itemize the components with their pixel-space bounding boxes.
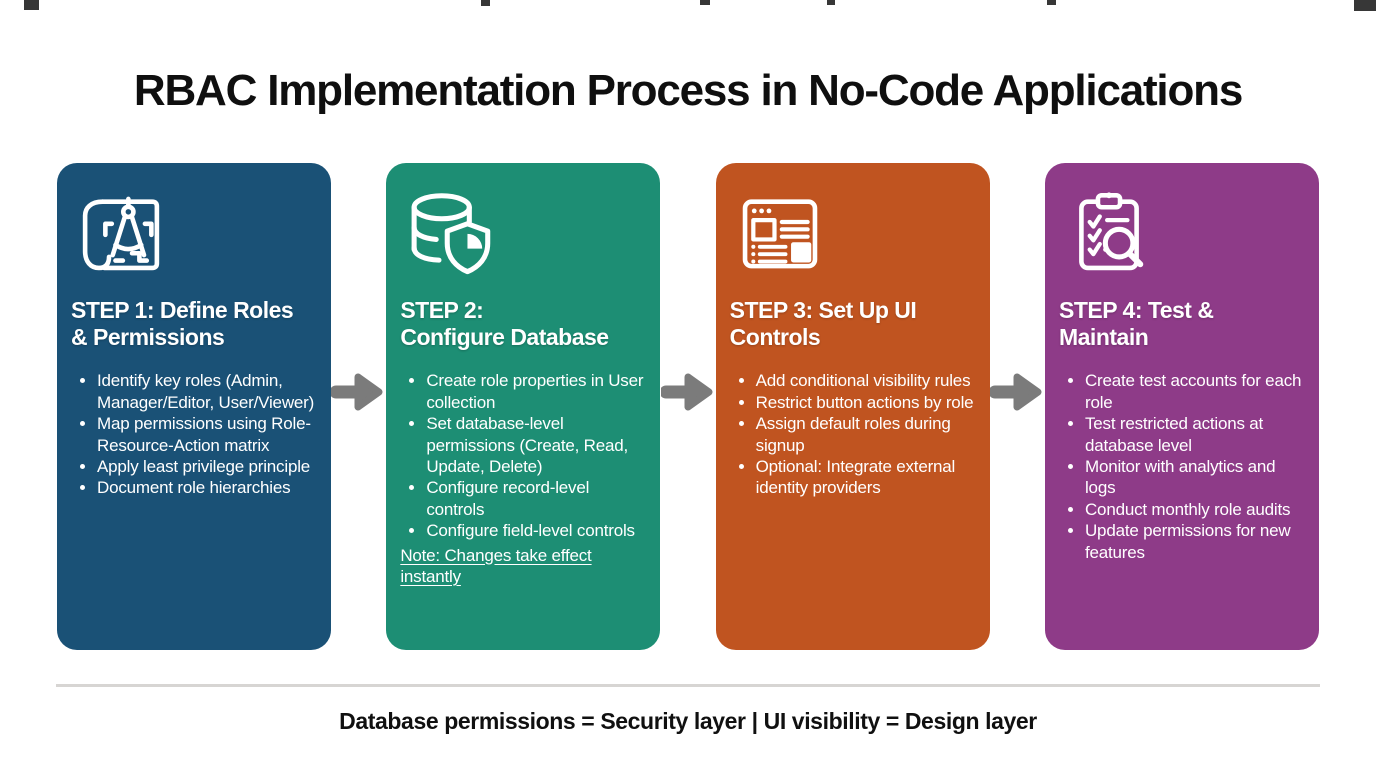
bullet-item: Monitor with analytics and logs (1085, 456, 1305, 499)
step-title: STEP 2: Configure Database (400, 297, 609, 350)
bullet-item: Configure field-level controls (426, 520, 646, 541)
scan-artifact (827, 0, 835, 5)
bullet-item: Assign default roles during signup (756, 413, 976, 456)
scan-artifact (700, 0, 710, 5)
step-title: STEP 4: Test & Maintain (1058, 297, 1214, 350)
database-shield-icon (404, 187, 646, 279)
clipboard-search-icon (1063, 187, 1305, 279)
bullet-item: Add conditional visibility rules (756, 370, 976, 391)
right-arrow-icon (659, 368, 715, 416)
scan-artifact (1354, 0, 1376, 11)
bullet-item: Identify key roles (Admin, Manager/Edito… (97, 370, 317, 413)
bullet-item: Set database-level permissions (Create, … (426, 413, 646, 477)
bullet-item: Update permissions for new features (1085, 520, 1305, 563)
step-title: STEP 3: Set Up UI Controls (729, 297, 917, 350)
footer-note: Database permissions = Security layer | … (339, 708, 1037, 734)
bullet-item: Create role properties in User collectio… (426, 370, 646, 413)
step-bullet-list: Identify key roles (Admin, Manager/Edito… (71, 370, 317, 498)
right-arrow-icon (329, 368, 385, 416)
scan-artifact (481, 0, 490, 6)
steps-row: STEP 1: Define Roles & Permissions Ident… (57, 163, 1319, 650)
step-card-3: STEP 3: Set Up UI Controls Add condition… (715, 163, 990, 650)
step-bullet-list: Add conditional visibility rulesRestrict… (730, 370, 976, 498)
step-note: Note: Changes take effect instantly (400, 545, 592, 586)
scan-artifact (1047, 0, 1056, 5)
step-card-2: STEP 2: Configure Database Create role p… (386, 163, 661, 650)
browser-window-icon (734, 187, 976, 279)
bullet-item: Create test accounts for each role (1085, 370, 1305, 413)
scan-artifact (24, 0, 39, 10)
blueprint-compass-icon (75, 187, 317, 279)
step-title: STEP 1: Define Roles & Permissions (71, 297, 294, 350)
bullet-item: Document role hierarchies (97, 477, 317, 498)
step-card-4: STEP 4: Test & Maintain Create test acco… (1044, 163, 1319, 650)
bullet-item: Test restricted actions at database leve… (1085, 413, 1305, 456)
right-arrow-icon (988, 368, 1044, 416)
step-bullet-list: Create test accounts for each roleTest r… (1059, 370, 1305, 563)
footer-divider (56, 684, 1320, 687)
bullet-item: Configure record-level controls (426, 477, 646, 520)
bullet-item: Optional: Integrate external identity pr… (756, 456, 976, 499)
bullet-item: Restrict button actions by role (756, 392, 976, 413)
bullet-item: Apply least privilege principle (97, 456, 317, 477)
step-card-1: STEP 1: Define Roles & Permissions Ident… (57, 163, 331, 650)
bullet-item: Map permissions using Role-Resource-Acti… (97, 413, 317, 456)
page-title: RBAC Implementation Process in No-Code A… (133, 66, 1243, 115)
bullet-item: Conduct monthly role audits (1085, 499, 1305, 520)
step-bullet-list: Create role properties in User collectio… (400, 370, 646, 541)
